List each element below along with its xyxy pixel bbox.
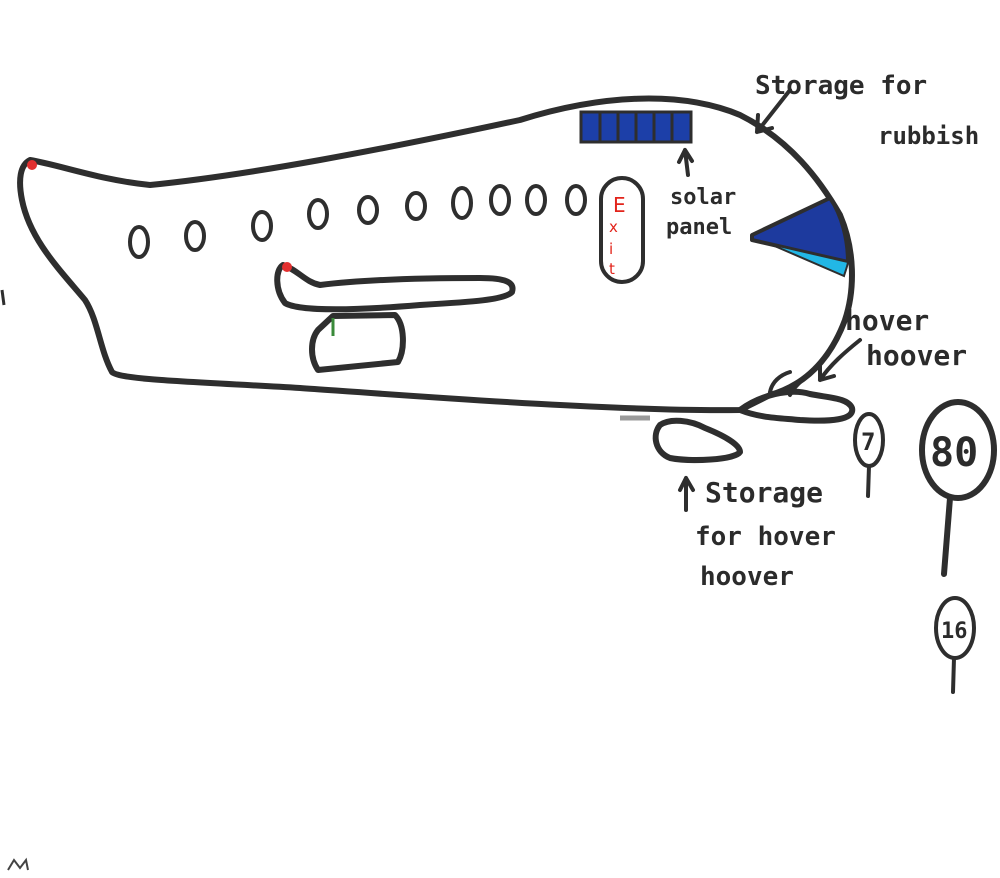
speed-sign-16: 16 xyxy=(934,596,976,694)
label-hover-line1: hover xyxy=(845,304,929,337)
window xyxy=(357,195,379,225)
speed-sign-7: 7 xyxy=(853,412,885,498)
hover-hoover xyxy=(737,388,856,424)
speed-sign-value: 16 xyxy=(941,619,968,644)
speed-sign-value: 7 xyxy=(861,428,875,456)
arrow-solar xyxy=(677,148,694,177)
exit-letter: t xyxy=(609,260,615,278)
exit-door xyxy=(599,176,645,284)
window xyxy=(405,191,427,221)
stray-mark xyxy=(7,857,29,871)
window xyxy=(565,184,587,216)
windshield xyxy=(750,196,850,278)
solar-panel xyxy=(579,110,693,144)
label-hover-line2: hoover xyxy=(866,339,967,372)
tail-light-icon xyxy=(27,160,37,170)
window xyxy=(525,184,547,216)
window xyxy=(251,210,273,242)
window xyxy=(184,220,206,252)
hover-hoover-strut xyxy=(768,370,792,394)
window xyxy=(307,198,329,230)
wing-light-icon xyxy=(282,262,292,272)
speed-sign-80: 80 xyxy=(919,399,997,577)
exit-sign: E x i t xyxy=(609,193,626,278)
label-solar-line1: solar xyxy=(670,185,736,210)
label-solar-line2: panel xyxy=(666,215,732,240)
arrow-hover xyxy=(818,338,862,382)
label-storage-for-rubbish-line1: Storage for xyxy=(755,71,927,101)
window-row xyxy=(128,184,587,259)
hover-hoover-strut xyxy=(788,370,814,397)
exit-letter: i xyxy=(609,240,613,258)
fuselage-outline xyxy=(17,95,855,414)
window xyxy=(489,184,511,216)
wing xyxy=(274,262,516,313)
exit-letter: E xyxy=(613,193,626,217)
storage-pod xyxy=(652,417,743,463)
label-storage-hover-line2: for hover xyxy=(695,522,836,552)
window xyxy=(451,186,473,220)
label-storage-hover-line1: Storage xyxy=(705,476,823,509)
exit-letter: x xyxy=(609,218,618,236)
arrow-storage-hover xyxy=(678,476,695,512)
stray-mark xyxy=(0,289,6,306)
label-storage-for-rubbish-line2: rubbish xyxy=(878,122,979,150)
speed-sign-value: 80 xyxy=(930,430,978,476)
label-storage-hover-line3: hoover xyxy=(700,562,794,592)
arrow-rubbish xyxy=(755,88,792,134)
engine xyxy=(309,312,406,373)
window xyxy=(128,225,150,259)
